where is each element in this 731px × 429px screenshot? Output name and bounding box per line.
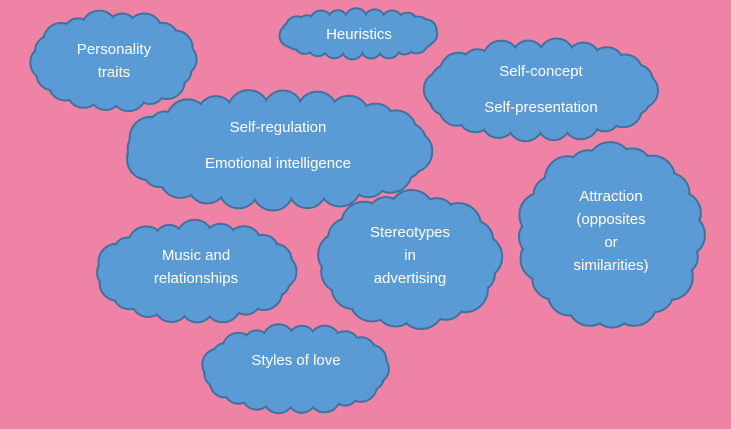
cloud-label-line: (opposites <box>576 211 646 228</box>
cloud-label: Music and relationships <box>97 222 295 322</box>
cloud-shape <box>278 7 439 61</box>
cloud-label-line: Attraction <box>579 188 643 205</box>
cloud-personality-traits: Personality traits <box>29 9 198 113</box>
cloud-label: Styles of love <box>203 325 389 413</box>
cloud-shape <box>96 218 298 324</box>
cloud-label-line: advertising <box>373 269 447 287</box>
cloud-label-line: in <box>404 246 416 264</box>
cloud-label-line: Music and <box>161 247 231 264</box>
cloud-self-regulation: Self-regulation Emotional intelligence <box>126 89 434 212</box>
cloud-music-relationships: Music and relationships <box>96 218 298 324</box>
cloud-shape <box>518 141 706 329</box>
cloud-shape <box>29 9 198 113</box>
cloud-heuristics: Heuristics <box>278 7 439 61</box>
cloud-shape <box>201 323 390 415</box>
cloud-label: Heuristics <box>279 8 439 60</box>
cloud-label-line: Styles of love <box>251 351 341 369</box>
cloud-label-line: or <box>604 234 618 251</box>
cloud-label-line: Self-presentation <box>484 99 598 116</box>
cloud-stereotypes-advertising: Stereotypes in advertising <box>317 189 504 331</box>
cloud-label-line: traits <box>97 64 131 81</box>
cloud-label: Self-concept Self-presentation <box>426 40 656 140</box>
cloud-label: Stereotypes in advertising <box>321 194 499 326</box>
cloud-label-line: Personality <box>76 41 152 58</box>
cloud-styles-of-love: Styles of love <box>201 323 390 415</box>
cloud-label: Personality traits <box>32 12 196 110</box>
cloud-shape <box>317 189 504 331</box>
cloud-label: Attraction (opposites or similarities) <box>520 146 702 326</box>
cloud-label-line: Emotional intelligence <box>205 155 351 172</box>
cloud-shape <box>422 37 659 143</box>
cloud-shape <box>126 89 434 212</box>
cloud-label-line: Stereotypes <box>369 223 451 241</box>
cloud-self-concept: Self-concept Self-presentation <box>422 37 659 143</box>
cloud-label-line: Heuristics <box>326 25 392 43</box>
cloud-label-line: relationships <box>153 270 239 287</box>
cloud-label: Self-regulation Emotional intelligence <box>127 92 429 208</box>
cloud-label-line: Self-regulation <box>229 119 327 136</box>
cloud-label-line: similarities) <box>573 257 649 274</box>
cloud-attraction: Attraction (opposites or similarities) <box>518 141 706 329</box>
cloud-label-line: Self-concept <box>499 63 583 80</box>
